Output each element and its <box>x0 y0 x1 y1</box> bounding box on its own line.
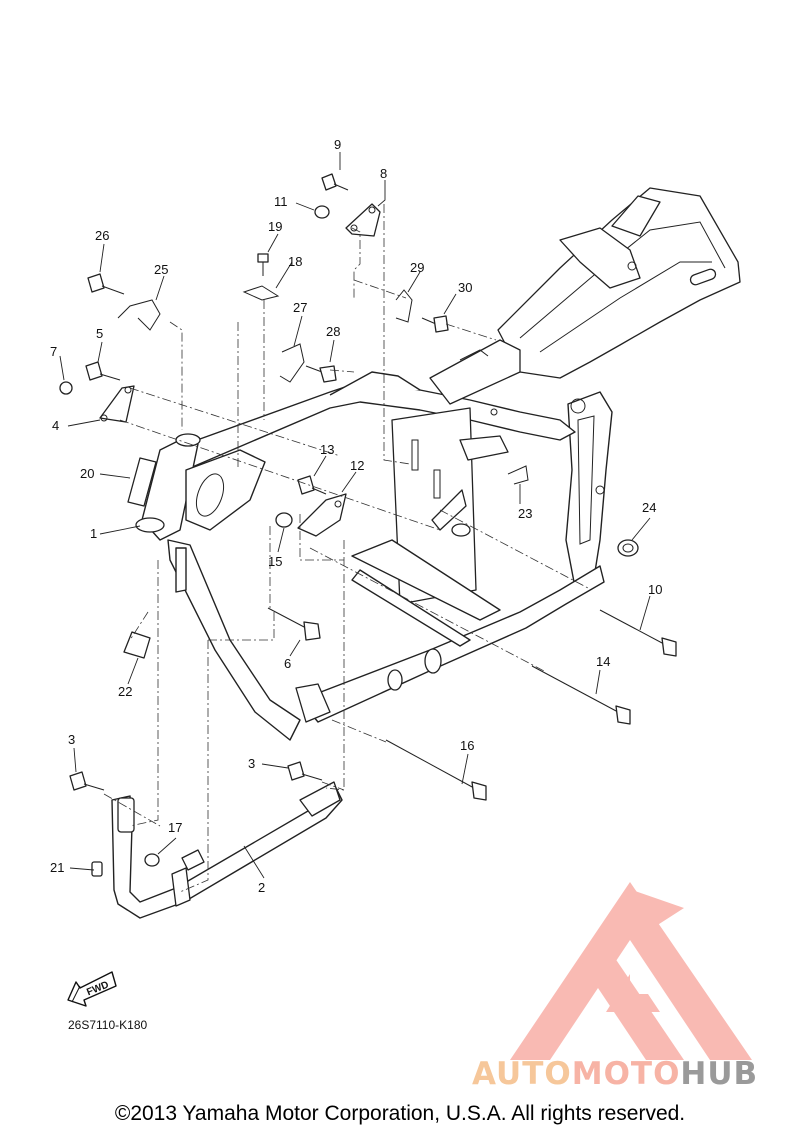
washer-15-icon <box>275 512 293 528</box>
callout-7: 7 <box>50 344 57 359</box>
callout-3a: 3 <box>68 732 75 747</box>
callout-24: 24 <box>642 500 656 515</box>
diagram-code: 26S7110-K180 <box>68 1018 148 1032</box>
bolt-5-icon <box>85 361 121 381</box>
bolt-13-icon <box>297 475 327 495</box>
callout-8: 8 <box>380 166 387 181</box>
bolt-3a-icon <box>69 771 105 791</box>
callout-18: 18 <box>288 254 302 269</box>
callout-6: 6 <box>284 656 291 671</box>
callout-30: 30 <box>458 280 472 295</box>
bolt-30-icon <box>421 315 449 333</box>
sticker-20-icon <box>127 457 157 507</box>
callout-29: 29 <box>410 260 424 275</box>
wordmark-auto: AUTO <box>472 1056 572 1092</box>
callout-12: 12 <box>350 458 364 473</box>
clip-18-icon <box>242 285 280 301</box>
fwd-arrow-icon: FWD <box>67 971 117 1007</box>
callout-17: 17 <box>168 820 182 835</box>
callout-14: 14 <box>596 654 610 669</box>
bolt-10-icon <box>599 609 677 657</box>
automotohub-wordmark: AUTOMOTOHUB <box>472 1056 758 1092</box>
nut-17-icon <box>144 853 160 867</box>
callout-19: 19 <box>268 219 282 234</box>
callout-16: 16 <box>460 738 474 753</box>
callout-9: 9 <box>334 137 341 152</box>
callout-2: 2 <box>258 880 265 895</box>
clip-29-icon <box>395 289 413 323</box>
callout-20: 20 <box>80 466 94 481</box>
label-22-icon <box>123 631 151 659</box>
fasteners <box>59 173 677 867</box>
callout-13: 13 <box>320 442 334 457</box>
bolt-14-icon <box>531 665 631 725</box>
wordmark-hub: HUB <box>680 1056 759 1092</box>
fwd-label: FWD <box>85 980 110 999</box>
clip-27-icon <box>279 343 305 383</box>
nut-7-icon <box>59 381 73 395</box>
bolt-3b-icon <box>287 761 323 781</box>
callout-25: 25 <box>154 262 168 277</box>
callout-10: 10 <box>648 582 662 597</box>
leader-lines <box>59 152 651 879</box>
nut-11-icon <box>314 205 330 219</box>
bolt-26-icon <box>87 273 125 295</box>
bolt-6-icon <box>267 607 321 641</box>
callout-numbers: 9 8 11 19 18 26 25 29 30 5 7 27 28 4 20 … <box>50 137 662 895</box>
callout-21: 21 <box>50 860 64 875</box>
alignment-lines <box>103 204 589 893</box>
clamp-25-icon <box>117 299 161 331</box>
bolt-19-icon <box>257 253 269 276</box>
rear-frame-section <box>497 187 741 583</box>
callout-15: 15 <box>268 554 282 569</box>
callout-28: 28 <box>326 324 340 339</box>
front-lower-rail <box>91 781 343 919</box>
callout-22: 22 <box>118 684 132 699</box>
grommet-24-icon <box>617 539 639 557</box>
automotohub-logo <box>510 882 752 1060</box>
callout-27: 27 <box>293 300 307 315</box>
callout-11: 11 <box>274 194 288 209</box>
bolt-28-icon <box>305 365 337 383</box>
copyright-notice: ©2013 Yamaha Motor Corporation, U.S.A. A… <box>114 1102 686 1125</box>
bolt-16-icon <box>385 739 487 801</box>
callout-1: 1 <box>90 526 97 541</box>
wordmark-moto: MOTO <box>571 1056 681 1092</box>
callout-4: 4 <box>52 418 59 433</box>
bracket-23-icon <box>507 465 529 485</box>
callout-5: 5 <box>96 326 103 341</box>
main-frame <box>99 203 605 741</box>
callout-3b: 3 <box>248 756 255 771</box>
bolt-9-icon <box>321 173 349 191</box>
callout-23: 23 <box>518 506 532 521</box>
callout-26: 26 <box>95 228 109 243</box>
